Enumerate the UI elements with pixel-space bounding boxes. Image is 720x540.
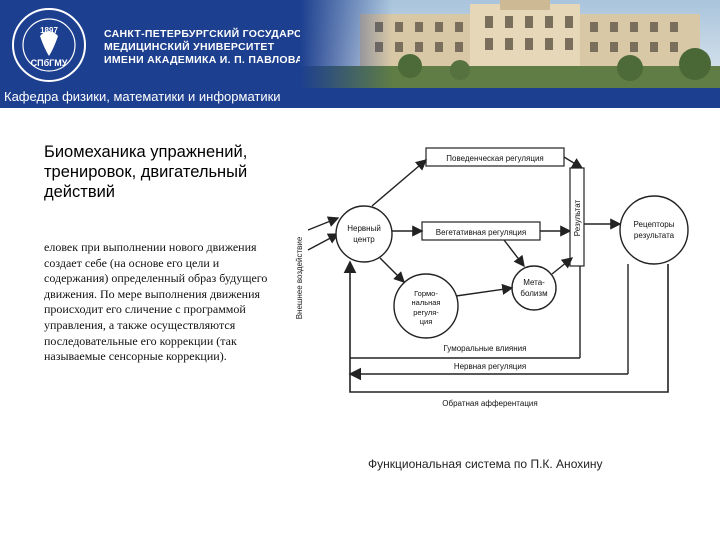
feedback-line <box>343 260 669 393</box>
slide-body: еловек при выполнении нового движения со… <box>44 240 268 364</box>
university-line-1: САНКТ-ПЕТЕРБУРГСКИЙ ГОСУДАРСТВЕННЫЙ <box>104 28 358 40</box>
nervous-regulation-label: Нервная регуляция <box>454 362 526 371</box>
external-influence-label: Внешнее воздействие <box>295 236 304 319</box>
metabolism-label-1: Мета- <box>523 278 545 287</box>
hormonal-label-2: нальная <box>412 298 441 307</box>
vegetative-to-metabolism-arrow <box>503 239 525 268</box>
logo-abbrev: СПбГМУ <box>31 58 68 68</box>
behavioral-regulation-label: Поведенческая регуляция <box>446 154 544 163</box>
department-bar <box>0 88 720 108</box>
university-line-3: ИМЕНИ АКАДЕМИКА И. П. ПАВЛОВА <box>104 54 304 66</box>
behavior-to-result-arrow <box>563 156 584 169</box>
external-arrow <box>307 233 340 251</box>
hormonal-label-1: Гормо- <box>414 289 438 298</box>
department-name: Кафедра физики, математики и информатики <box>4 89 281 104</box>
university-logo: 1897 СПбГМУ <box>12 8 86 82</box>
nerve-center-label-1: Нервный <box>347 224 381 233</box>
diagram-caption: Функциональная система по П.К. Анохину <box>368 457 603 471</box>
feedback-label: Обратная афферентация <box>442 399 537 408</box>
result-label: Результат <box>573 199 582 236</box>
receptors-label-1: Рецепторы <box>634 220 675 229</box>
hormonal-to-metabolism-arrow <box>455 283 514 297</box>
metabolism-label-2: болизм <box>520 289 547 298</box>
nerve-center-label-2: центр <box>353 235 375 244</box>
receptors-node <box>619 195 689 265</box>
hormonal-label-4: ция <box>420 317 433 326</box>
nerve-center-node <box>335 205 393 263</box>
external-arrow <box>307 216 340 231</box>
metabolism-to-result-arrow <box>551 257 574 275</box>
vegetative-regulation-label: Вегетативная регуляция <box>436 228 526 237</box>
functional-system-diagram: Внешнее воздействие Нервный центр Поведе… <box>295 147 689 408</box>
result-box <box>569 167 585 267</box>
nerve-to-hormonal-arrow <box>379 257 405 283</box>
university-line-2: МЕДИЦИНСКИЙ УНИВЕРСИТЕТ <box>104 41 275 53</box>
logo-year: 1897 <box>40 26 58 35</box>
hormonal-label-3: регуля- <box>413 308 439 317</box>
hormonal-regulation-node <box>393 273 459 339</box>
receptors-label-2: результата <box>634 231 675 240</box>
nerve-to-behavior-arrow <box>371 159 428 207</box>
slide-title: Биомеханика упражнений, тренировок, двиг… <box>44 143 248 201</box>
humoral-label: Гуморальные влияния <box>444 344 527 353</box>
university-name: САНКТ-ПЕТЕРБУРГСКИЙ ГОСУДАРСТВЕННЫЙ МЕДИ… <box>104 28 358 67</box>
metabolism-node <box>511 265 557 311</box>
building-photo <box>300 0 720 90</box>
header-banner: 1897 СПбГМУ САНКТ-ПЕТЕРБУРГСКИЙ ГОСУДАРС… <box>0 0 720 108</box>
